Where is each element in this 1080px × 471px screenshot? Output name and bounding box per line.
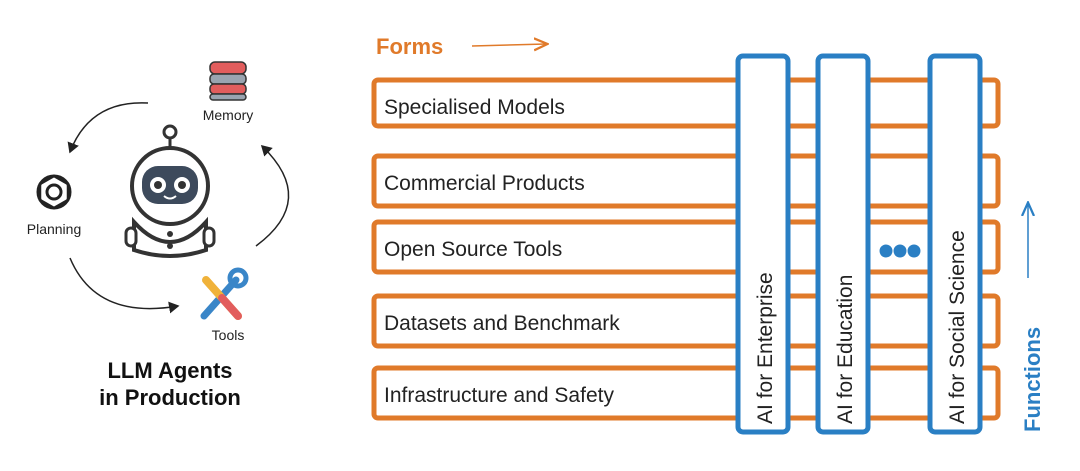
function-column: AI for Social Science	[927, 53, 983, 435]
function-column-label: AI for Social Science	[946, 230, 969, 424]
form-row-label: Open Source Tools	[384, 238, 562, 261]
function-column-label: AI for Education	[834, 275, 857, 424]
agent-cycle: Memory Planning	[27, 61, 290, 410]
forms-heading: Forms	[376, 34, 443, 59]
form-row-label: Infrastructure and Safety	[384, 384, 614, 407]
title-line-1: LLM Agents	[107, 358, 232, 383]
form-row-label: Commercial Products	[384, 172, 585, 195]
form-row: Datasets and Benchmark	[371, 293, 1001, 349]
function-column: AI for Education	[815, 53, 871, 435]
memory-label: Memory	[203, 107, 254, 123]
form-row-label: Specialised Models	[384, 96, 565, 119]
arrow-tools-to-memory	[255, 144, 290, 247]
planning-label: Planning	[27, 221, 82, 237]
form-rows: Specialised Models Commercial Products O…	[371, 77, 1001, 421]
functions-heading: Functions	[1020, 327, 1045, 432]
form-row: Specialised Models	[371, 77, 1001, 129]
form-row-label: Datasets and Benchmark	[384, 312, 620, 335]
title-line-2: in Production	[99, 385, 241, 410]
robot-icon	[124, 124, 216, 258]
form-row: Open Source Tools	[371, 219, 1001, 275]
openai-knot-icon	[36, 174, 72, 210]
tools-icon	[200, 267, 249, 320]
function-columns: AI for Enterprise AI for Education AI fo…	[735, 53, 983, 435]
forms-arrow	[471, 44, 546, 46]
form-row: Commercial Products	[371, 153, 1001, 209]
ellipsis-icon	[879, 244, 921, 258]
function-column-label: AI for Enterprise	[754, 272, 777, 424]
tools-label: Tools	[212, 327, 245, 343]
form-row: Infrastructure and Safety	[371, 365, 1001, 421]
arrow-planning-to-tools	[69, 257, 180, 314]
arrow-memory-to-planning	[67, 102, 149, 154]
database-icon	[209, 61, 247, 101]
function-column: AI for Enterprise	[735, 53, 791, 435]
